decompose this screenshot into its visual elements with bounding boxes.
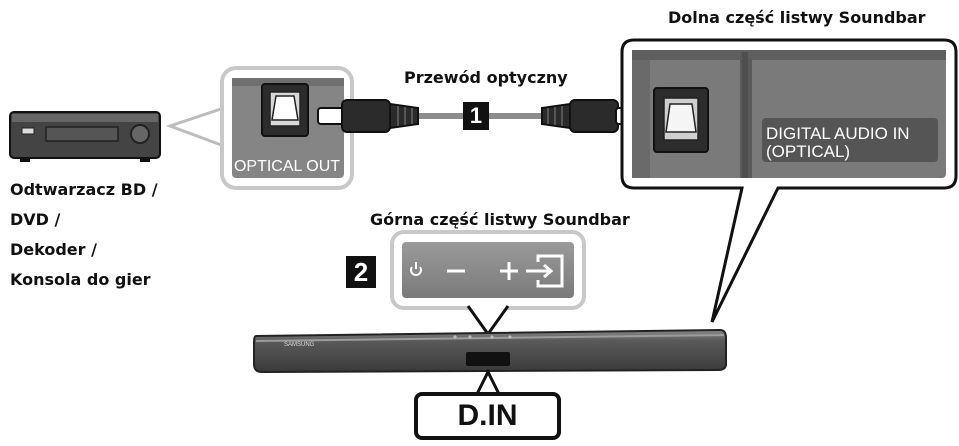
source-device-line-1: Odtwarzacz BD / [10,180,158,199]
soundbar-body: SAMSUNG [253,328,727,374]
optical-out-panel: OPTICAL OUT [220,66,354,190]
bottom-part-label: Dolna część listwy Soundbar [668,8,926,27]
brand-logo: SAMSUNG [284,342,315,348]
power-icon [410,262,422,276]
digital-audio-in-optical-label: (OPTICAL) [766,142,850,161]
step-1-badge: 1 [463,102,489,130]
plus-icon [500,262,518,280]
optical-out-label: OPTICAL OUT [234,158,340,175]
top-part-label: Górna część listwy Soundbar [370,210,630,229]
step-2-badge: 2 [346,256,376,288]
soundbar-bottom-panel: DIGITAL AUDIO IN (OPTICAL) [620,38,958,323]
bd-player-icon [9,111,161,162]
source-input-icon [526,254,564,288]
cable-label: Przewód optyczny [404,68,568,87]
din-display-label: D.IN [414,392,561,440]
source-device-line-4: Konsola do gier [10,270,151,289]
source-device-line-3: Dekoder / [10,240,97,259]
digital-audio-in-label: DIGITAL AUDIO IN [766,124,910,143]
soundbar-top-panel [390,230,586,337]
source-device-line-2: DVD / [10,210,61,229]
